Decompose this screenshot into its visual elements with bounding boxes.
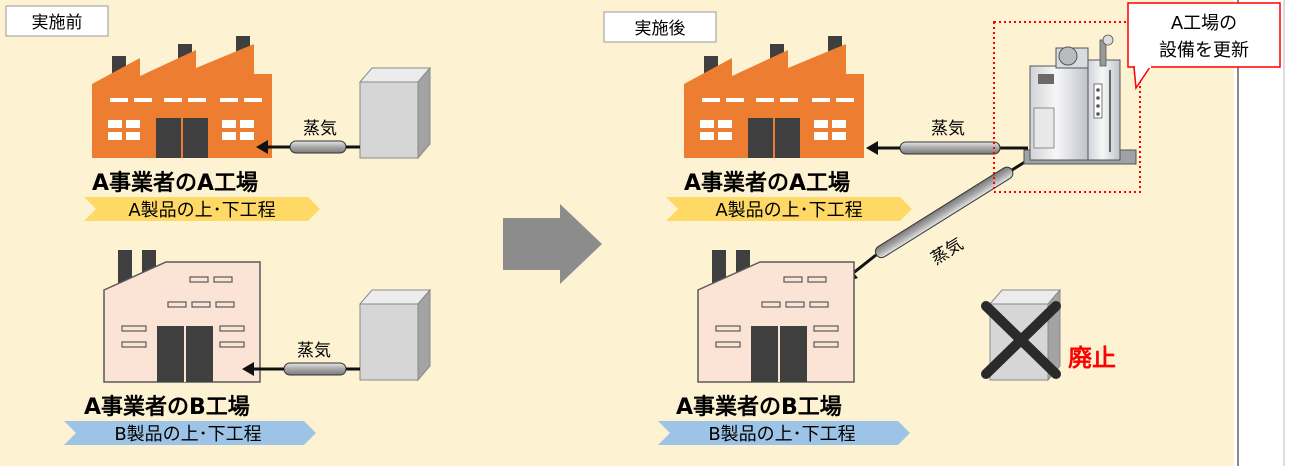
- before-steam-pipe-a: [256, 140, 360, 154]
- before-boiler-b: [358, 288, 432, 382]
- transition-arrow: [503, 204, 602, 284]
- svg-text:実施前: 実施前: [32, 13, 83, 33]
- process-label: A製品の上･下工程: [128, 200, 275, 221]
- before-factory-b: [103, 250, 261, 383]
- process-band-b: [64, 421, 316, 445]
- before-factory-a: [92, 36, 272, 158]
- factory-title: A事業者のA工場: [92, 170, 258, 196]
- steam-label: 蒸気: [297, 341, 331, 361]
- process-band-b: [658, 421, 910, 445]
- process-band-a: [84, 197, 320, 221]
- after-factory-a: [684, 36, 864, 158]
- process-label: B製品の上･下工程: [708, 424, 855, 445]
- chimney: [712, 250, 726, 286]
- before-tag: 実施前: [5, 5, 109, 37]
- after-tag: 実施後: [603, 11, 717, 43]
- before-boiler-a: [358, 66, 432, 160]
- factory-b-building: [103, 261, 261, 383]
- process-label: A製品の上･下工程: [715, 200, 862, 221]
- upgrade-callout: A工場の 設備を更新: [1127, 2, 1281, 91]
- chimney: [118, 250, 132, 286]
- svg-text:A工場の: A工場の: [1171, 13, 1237, 34]
- factory-b-building: [697, 261, 855, 383]
- before-steam-pipe-b: [242, 362, 360, 376]
- steam-label: 蒸気: [931, 119, 965, 139]
- abolished-boiler: [981, 288, 1062, 382]
- side-panel: [1234, 0, 1293, 466]
- process-label: B製品の上･下工程: [114, 424, 261, 445]
- abolish-cross-icon: [981, 301, 1061, 379]
- after-steam-pipe-a: [866, 141, 1028, 155]
- factory-title: A事業者のA工場: [684, 170, 850, 196]
- process-band-a: [666, 197, 912, 221]
- factory-title: A事業者のB工場: [84, 394, 250, 420]
- abolished-label: 廃止: [1068, 344, 1116, 372]
- svg-text:設備を更新: 設備を更新: [1159, 40, 1249, 61]
- upgrade-highlight-box: [993, 21, 1141, 193]
- new-boiler-equipment: [1023, 34, 1137, 165]
- after-factory-b: [697, 250, 855, 383]
- steam-label: 蒸気: [303, 119, 337, 139]
- svg-text:実施後: 実施後: [635, 19, 686, 39]
- factory-title: A事業者のB工場: [676, 394, 842, 420]
